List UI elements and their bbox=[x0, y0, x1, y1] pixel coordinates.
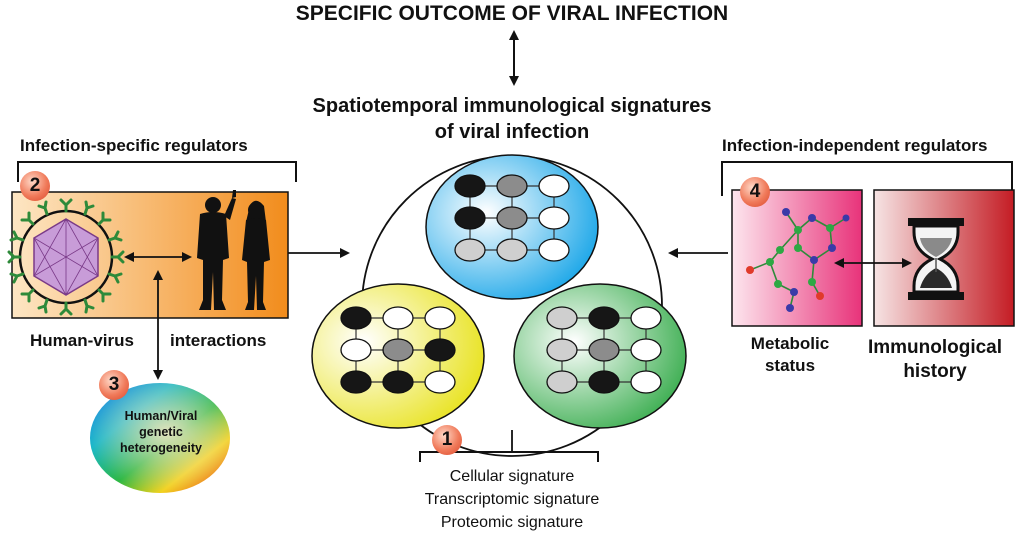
genetic-heterogeneity-blob bbox=[90, 383, 230, 493]
human-virus-label: Human-virus bbox=[30, 331, 134, 350]
grid-node bbox=[538, 174, 570, 198]
signature-list: Cellular signature Transcriptomic signat… bbox=[382, 465, 642, 534]
signature-item: Cellular signature bbox=[449, 468, 575, 485]
immunological-history-label: Immunological history bbox=[860, 336, 1010, 384]
immunological-line: Immunological bbox=[867, 337, 1003, 358]
grid-node bbox=[630, 370, 662, 394]
grid-node bbox=[454, 174, 486, 198]
grid-node bbox=[630, 338, 662, 362]
grid-node bbox=[588, 370, 620, 394]
metabolic-line: status bbox=[764, 356, 816, 375]
grid-node bbox=[496, 174, 528, 198]
grid-node bbox=[424, 338, 456, 362]
interactions-label: interactions bbox=[170, 331, 267, 350]
genetic-heterogeneity-label: Human/Viral genetic heterogeneity bbox=[98, 408, 224, 456]
infection-independent-header: Infection-independent regulators bbox=[722, 136, 988, 155]
grid-node bbox=[424, 306, 456, 330]
signature-item: Proteomic signature bbox=[440, 514, 584, 531]
grid-node bbox=[382, 338, 414, 362]
diagram-subtitle: Spatiotemporal immunological signatures … bbox=[262, 93, 762, 145]
left-bracket bbox=[17, 161, 297, 182]
badge-2: 2 bbox=[20, 171, 50, 201]
grid-node bbox=[538, 206, 570, 230]
grid-node bbox=[424, 370, 456, 394]
grid-node bbox=[588, 306, 620, 330]
virus-icon bbox=[7, 198, 125, 316]
subtitle-line: of viral infection bbox=[434, 121, 590, 143]
grid-node bbox=[546, 306, 578, 330]
grid-node bbox=[454, 238, 486, 262]
metabolic-panel bbox=[731, 189, 863, 327]
molecule-network-icon bbox=[746, 208, 850, 312]
hourglass-icon bbox=[908, 218, 964, 300]
metabolic-line: Metabolic bbox=[750, 334, 830, 353]
right-bracket bbox=[721, 161, 1013, 196]
page-title: SPECIFIC OUTCOME OF VIRAL INFECTION bbox=[295, 2, 729, 25]
grid-node bbox=[454, 206, 486, 230]
grid-node bbox=[382, 370, 414, 394]
human-silhouettes-icon bbox=[197, 190, 270, 310]
badge-3: 3 bbox=[99, 370, 129, 400]
grid-node bbox=[496, 206, 528, 230]
grid-node bbox=[382, 306, 414, 330]
signature-grid-top bbox=[454, 174, 570, 262]
immunological-line: history bbox=[903, 361, 967, 382]
genetics-line: Human/Viral bbox=[124, 409, 198, 423]
grid-node bbox=[340, 370, 372, 394]
subtitle-line: Spatiotemporal immunological signatures bbox=[312, 95, 712, 117]
grid-node bbox=[538, 238, 570, 262]
signature-list-bracket bbox=[419, 451, 599, 462]
grid-node bbox=[496, 238, 528, 262]
signature-grid-left bbox=[340, 306, 456, 394]
badge-1: 1 bbox=[432, 425, 462, 455]
grid-node bbox=[630, 306, 662, 330]
grid-node bbox=[340, 306, 372, 330]
infection-specific-header: Infection-specific regulators bbox=[20, 136, 248, 155]
signature-item: Transcriptomic signature bbox=[424, 491, 600, 508]
grid-node bbox=[546, 370, 578, 394]
grid-node bbox=[546, 338, 578, 362]
grid-node bbox=[340, 338, 372, 362]
metabolic-status-label: Metabolic status bbox=[738, 333, 842, 377]
badge-4: 4 bbox=[740, 177, 770, 207]
grid-node bbox=[588, 338, 620, 362]
signature-grid-right bbox=[546, 306, 662, 394]
genetics-line: heterogeneity bbox=[120, 441, 202, 455]
genetics-line: genetic bbox=[139, 425, 183, 439]
